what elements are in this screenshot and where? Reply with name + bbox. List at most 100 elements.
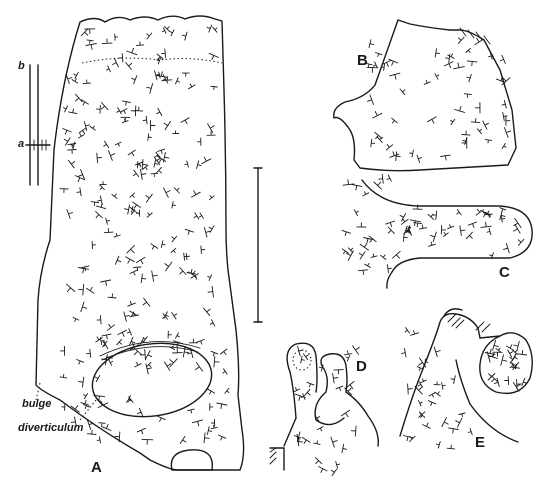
stipple-mark [211, 86, 218, 89]
stipple-mark [460, 226, 465, 236]
stipple-mark [454, 63, 465, 69]
stipple-mark [210, 404, 213, 411]
stipple-mark [141, 274, 146, 283]
stipple-mark [102, 334, 111, 339]
stipple-mark [81, 302, 87, 312]
stipple-mark [512, 354, 517, 361]
panel-label-a: A [91, 459, 102, 476]
stipple-mark [133, 170, 138, 176]
stipple-mark [86, 287, 94, 293]
stipple-mark [146, 362, 151, 367]
stipple-mark [72, 79, 78, 83]
stipple-mark [99, 423, 106, 426]
stipple-mark [204, 228, 210, 238]
panel-label-c: C [499, 264, 510, 281]
stipple-mark [164, 188, 171, 198]
stipple-mark [156, 167, 162, 173]
stipple-mark [466, 232, 472, 239]
stipple-mark [208, 275, 212, 281]
stipple-mark [429, 242, 436, 246]
stipple-mark [317, 427, 323, 431]
stipple-mark [207, 132, 215, 136]
stipple-mark [364, 238, 373, 243]
stipple-mark [476, 209, 483, 215]
stipple-mark [435, 392, 441, 396]
stipple-mark [169, 346, 174, 350]
stipple-mark [410, 150, 414, 157]
stipple-mark [363, 192, 369, 196]
stipple-mark [319, 365, 323, 371]
stipple-mark [404, 234, 408, 242]
stipple-mark [342, 444, 347, 452]
stipple-mark [481, 222, 491, 227]
stipple-mark [117, 339, 122, 345]
stipple-mark [428, 117, 437, 123]
stipple-mark [164, 362, 170, 370]
stipple-mark [458, 37, 464, 43]
stipple-mark [147, 213, 152, 217]
stipple-mark [118, 330, 127, 336]
scale-label-b: b [18, 60, 25, 72]
stipple-mark [496, 348, 501, 352]
stipple-mark [74, 73, 78, 79]
stipple-mark [151, 121, 156, 131]
stipple-mark [342, 230, 351, 235]
stipple-mark [101, 280, 111, 286]
panel-e-outline [400, 309, 532, 442]
stipple-mark [483, 121, 489, 129]
stipple-mark [410, 220, 420, 226]
stipple-mark [172, 313, 177, 320]
stipple-mark [336, 462, 340, 469]
stipple-mark [197, 340, 205, 345]
stipple-mark [136, 257, 145, 263]
stipple-mark [79, 134, 85, 138]
stipple-mark [214, 356, 219, 367]
stipple-mark [188, 409, 195, 413]
stipple-mark [502, 143, 506, 148]
stipple-mark [353, 346, 360, 355]
stipple-mark [84, 394, 88, 399]
stipple-mark [146, 194, 153, 202]
stipple-mark [419, 401, 423, 407]
stipple-mark [69, 109, 77, 114]
stipple-mark [168, 331, 171, 338]
stipple-mark [124, 312, 129, 321]
stipple-mark [181, 118, 189, 124]
stipple-mark [170, 30, 174, 36]
stipple-mark [367, 68, 378, 73]
stipple-mark [158, 149, 165, 153]
stipple-mark [108, 294, 116, 298]
stipple-mark [157, 108, 162, 115]
stipple-mark [81, 400, 89, 405]
stipple-mark [147, 84, 153, 94]
stipple-mark [127, 245, 135, 253]
stipple-mark [104, 141, 109, 147]
stipple-mark [208, 286, 214, 297]
stipple-mark [77, 360, 84, 365]
stipple-mark [518, 350, 527, 355]
stipple-mark [115, 142, 121, 146]
stipple-mark [140, 350, 145, 360]
stipple-mark [423, 423, 431, 428]
stipple-mark [185, 229, 193, 234]
stipple-mark [506, 345, 513, 350]
stipple-mark [357, 223, 366, 227]
stipple-mark [352, 185, 362, 191]
stipple-mark [189, 339, 197, 343]
stipple-mark [163, 314, 168, 320]
stipple-mark [143, 116, 147, 124]
stipple-mark [351, 426, 356, 436]
stipple-mark [115, 256, 120, 264]
stipple-mark [127, 48, 137, 54]
stipple-mark [213, 27, 217, 32]
stipple-mark [60, 189, 68, 193]
stipple-mark [123, 101, 131, 105]
stipple-mark [209, 196, 214, 200]
stipple-mark [147, 33, 152, 39]
stipple-mark [305, 389, 311, 396]
stipple-mark [408, 384, 413, 394]
stipple-mark [143, 298, 150, 306]
stipple-mark [132, 76, 137, 84]
stipple-mark [73, 317, 79, 321]
stipple-mark [428, 401, 435, 406]
